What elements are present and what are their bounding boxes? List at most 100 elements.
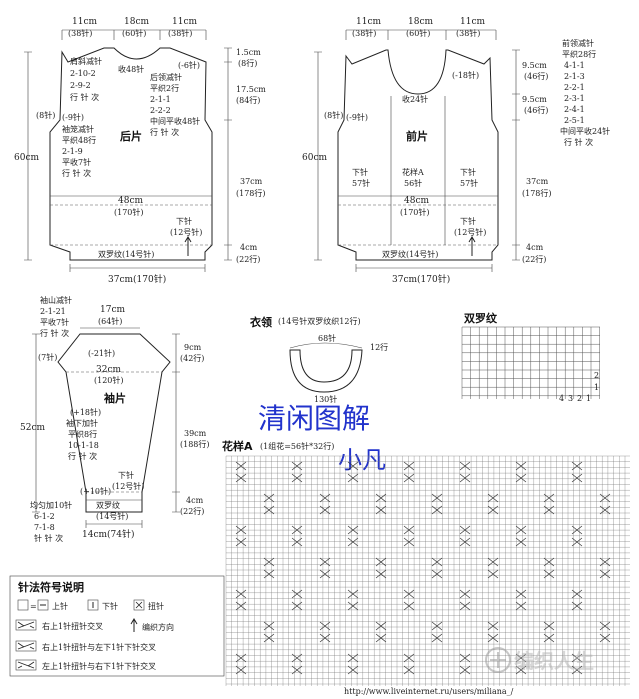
legend-title: 针法符号说明 <box>18 580 84 594</box>
front-neck-step: 4-1-1 <box>564 61 585 70</box>
purl-symbol-icon <box>17 599 29 611</box>
front-down: 下针 <box>460 216 476 226</box>
front-r3: 37cm <box>526 177 549 186</box>
front-neck-step: 2-4-1 <box>564 105 585 114</box>
front-top-w3: 11cm <box>460 17 485 27</box>
back-r3: 37cm <box>240 177 263 186</box>
sleeve-inc: (+18针) <box>70 407 101 417</box>
front-outline <box>337 49 499 261</box>
front-r2b: (46行) <box>524 105 548 115</box>
legend-eq: = <box>30 602 37 611</box>
front-rib: 双罗纹(14号针) <box>382 249 438 259</box>
front-top-r2: (60针) <box>406 28 430 38</box>
sleeve-cap-step: 2-1-21 <box>40 307 66 316</box>
sleeve-cap-step: 平收7针 <box>40 317 69 327</box>
back-width-st: (170针) <box>114 207 144 217</box>
front-col-m: 花样A <box>402 167 424 177</box>
pattern-a-grid <box>225 455 630 686</box>
front-armhole-l: (8针) <box>324 110 343 120</box>
back-shoulder-step: 2-9-2 <box>70 81 91 90</box>
sleeve-r2b: (188行) <box>180 439 210 449</box>
sleeve-down: 下针 <box>118 470 134 480</box>
back-r1: 1.5cm <box>236 48 261 57</box>
sleeve-top-st: (64针) <box>98 316 122 326</box>
rib-chart-num: 2 <box>577 394 582 403</box>
sleeve-mid-w: 32cm <box>96 365 121 375</box>
back-neck-step: 中间平收48针 <box>150 116 200 126</box>
sleeve-even: 均匀加10针 <box>30 500 72 510</box>
front-col-l-st: 57针 <box>352 178 370 188</box>
sleeve-down-st: (12号针) <box>112 481 144 491</box>
back-width: 48cm <box>118 196 143 206</box>
sleeve-low: 7-1-8 <box>34 523 55 532</box>
footer-url: http://www.liveinternet.ru/users/miliana… <box>344 687 514 696</box>
front-width-st: (170针) <box>400 207 430 217</box>
front-r3b: (178行) <box>522 188 552 198</box>
front-neck-step: 2-3-1 <box>564 94 585 103</box>
back-r4b: (22行) <box>236 254 260 264</box>
back-r2b: (84行) <box>236 95 260 105</box>
sleeve-outline <box>57 333 171 513</box>
sleeve-rib: 双罗纹 <box>96 500 120 510</box>
back-armhole-step: 2-1-9 <box>62 147 83 156</box>
legend-direction: 编织方向 <box>142 622 174 632</box>
knit-symbol-icon <box>87 599 99 611</box>
collar-outline <box>289 349 363 393</box>
back-neck-cast: 收48针 <box>118 64 144 74</box>
back-r1b: (8行) <box>238 58 257 68</box>
legend-cross2: 右上1针扭针与左下1针下针交叉 <box>42 642 156 652</box>
sleeve-plus10: (+10针) <box>80 486 111 496</box>
sleeve-piece: 袖山减针 2-1-21 平收7针 行 针 次 17cm (64针) (7针) (… <box>20 295 210 543</box>
sleeve-low: 针 针 次 <box>34 533 63 543</box>
front-neck-step: 行 针 次 <box>564 137 593 147</box>
legend: 针法符号说明 = 上针 下针 扭针 右上1针扭针交叉 编织方向 右上1针扭针与左… <box>9 575 225 677</box>
back-rib: 双罗纹(14号针) <box>98 249 154 259</box>
collar-top: 68针 <box>318 333 336 343</box>
back-piece: 11cm 18cm 11cm (38针) (60针) (38针) 肩斜减针 2-… <box>14 17 266 285</box>
back-height: 60cm <box>14 153 39 163</box>
front-width: 48cm <box>404 196 429 206</box>
sleeve-cap-step: 行 针 次 <box>40 328 69 338</box>
rib-chart-num: 3 <box>568 394 573 403</box>
cross2-symbol-icon <box>15 640 37 652</box>
back-down-st: (12号针) <box>170 227 202 237</box>
sleeve-inc-step: 行 针 次 <box>68 451 97 461</box>
pattern-a-title: 花样A <box>222 439 253 453</box>
front-neck-step: 2-2-1 <box>564 83 585 92</box>
front-top-w2: 18cm <box>408 17 433 27</box>
front-top-r3: (38针) <box>456 28 480 38</box>
back-armhole-step: 行 针 次 <box>62 168 91 178</box>
collar-note: (14号针双罗纹织12行) <box>278 316 361 326</box>
purl-symbol-dash-icon <box>37 599 49 611</box>
sleeve-cap-a: (-21针) <box>88 348 115 358</box>
sleeve-r3: 4cm <box>186 496 204 505</box>
back-outline <box>49 47 213 261</box>
front-piece: 11cm 18cm 11cm (38针) (60针) (38针) 收24针 (-… <box>302 17 610 285</box>
back-shoulder: 肩斜减针 <box>70 56 102 66</box>
front-neck-step: 2-5-1 <box>564 116 585 125</box>
front-col-r: 下针 <box>460 167 476 177</box>
sleeve-cap: 袖山减针 <box>40 295 72 305</box>
back-top-w1: 11cm <box>72 17 97 27</box>
back-neck-a: (-6针) <box>178 60 200 70</box>
back-neck-step: 行 针 次 <box>150 127 179 137</box>
pattern-a-note: (1组花=56针*32行) <box>260 441 334 451</box>
twist-symbol-icon <box>133 599 145 611</box>
legend-cross1: 右上1针扭针交叉 <box>42 621 103 631</box>
front-neck-step: 平织28行 <box>562 49 596 59</box>
front-top-w1: 11cm <box>356 17 381 27</box>
front-neck-step: 中间平收24针 <box>560 126 610 136</box>
sleeve-r3b: (22行) <box>180 506 204 516</box>
front-neck-a: (-18针) <box>452 70 479 80</box>
back-armhole-a: (-9针) <box>62 112 84 122</box>
back-armhole-l: (8针) <box>36 110 55 120</box>
overlay-name: 小凡 <box>338 446 386 474</box>
rib-chart-grid <box>461 326 600 399</box>
rib-chart-num: 1 <box>586 394 591 403</box>
back-top-r1: (38针) <box>68 28 92 38</box>
back-down: 下针 <box>176 216 192 226</box>
back-r2: 17.5cm <box>236 85 266 94</box>
back-top-w3: 11cm <box>172 17 197 27</box>
back-top-r2: (60针) <box>122 28 146 38</box>
